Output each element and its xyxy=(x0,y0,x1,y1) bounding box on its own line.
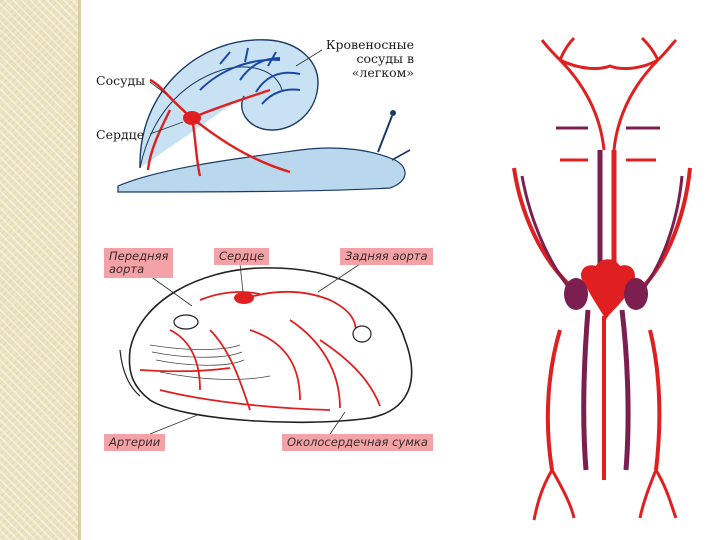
pericardium-label: Околосердечная сумка xyxy=(282,434,433,451)
snail-heart-label: Сердце xyxy=(96,128,144,142)
body-vessels xyxy=(548,310,660,480)
right-atrium xyxy=(624,278,648,310)
vertebrate-circulation-illustration xyxy=(514,38,690,520)
arteries-pointer xyxy=(150,414,200,434)
anterior-aorta-label: Передняя аорта xyxy=(104,248,173,278)
snail-lung-label: Кровеносные сосуды в «легком» xyxy=(324,38,414,80)
eye-stalk xyxy=(378,116,392,152)
arteries-label: Артерии xyxy=(104,434,165,451)
tentacle xyxy=(392,150,410,160)
clam-illustration xyxy=(120,264,412,434)
head-arteries xyxy=(542,38,676,150)
snail-vessels-label: Сосуды xyxy=(96,74,145,88)
left-atrium xyxy=(564,278,588,310)
snail-lung-label-line1: Кровеносные xyxy=(324,38,414,52)
snail-lung-label-line3: «легком» xyxy=(324,66,414,80)
posterior-aorta-label: Задняя аорта xyxy=(340,248,433,265)
snail-lung-label-line2: сосуды в xyxy=(324,52,414,66)
eye-icon xyxy=(390,110,396,116)
snail-foot xyxy=(118,148,405,192)
vessels-pointer xyxy=(150,82,166,94)
clam-heart-label: Сердце xyxy=(214,248,269,265)
posterior-muscle xyxy=(353,326,371,342)
snail-heart xyxy=(183,111,201,125)
clam-heart xyxy=(234,292,254,304)
anterior-muscle xyxy=(174,315,198,329)
anterior-aorta-label-line2: аорта xyxy=(109,263,168,276)
